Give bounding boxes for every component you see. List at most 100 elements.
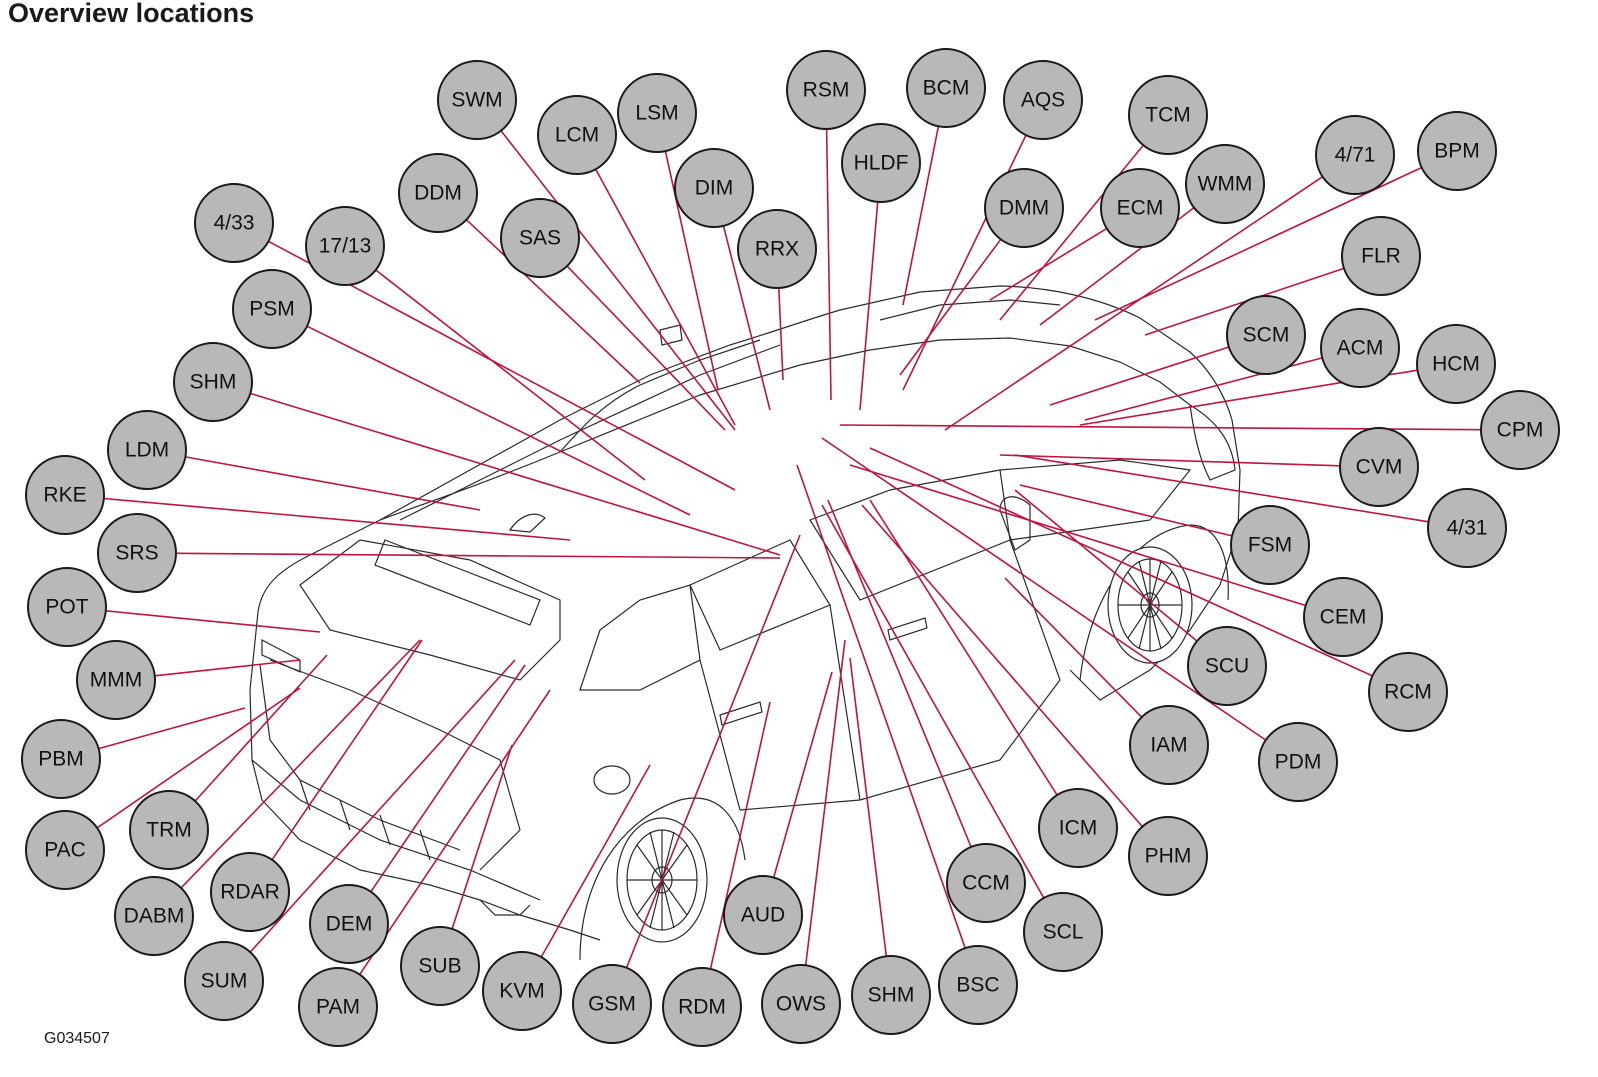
callout-label: PSM [249,298,295,321]
callout-label: SWM [451,89,502,112]
callout-cvm: CVM [1339,427,1419,507]
callout-pot: POT [27,567,107,647]
callout-label: DEM [326,913,373,936]
callout-rdm: RDM [662,967,742,1047]
callout-circle [114,876,194,956]
callout-label: RDM [678,996,726,1019]
callout-circle [400,926,480,1006]
leader-line-rdm [709,701,771,970]
callout-circle [1003,60,1083,140]
callout-label: MMM [90,669,142,692]
leader-line-dem [370,664,526,893]
callout-circle [1480,390,1560,470]
callout-circle [674,148,754,228]
leader-line-bcm [902,126,940,306]
leader-line-dmm [899,238,1002,376]
callout-circle [938,945,1018,1025]
callout-dabm: DABM [114,876,194,956]
callout-ddm: DDM [398,153,478,233]
leader-line-pdm [821,437,1267,741]
car-illustration [249,285,1241,961]
callout-label: RRX [755,238,799,261]
callout-17-13: 17/13 [305,206,385,286]
callout-circle [1226,295,1306,375]
callout-dem: DEM [309,884,389,964]
callout-circle [1320,308,1400,388]
leader-line-4-31 [1014,454,1429,523]
callout-scm: SCM [1226,295,1306,375]
leader-line-ddm [465,219,641,384]
callout-circle [184,941,264,1021]
callout-shm: SHM [173,342,253,422]
callout-tcm: TCM [1128,75,1208,155]
callout-label: CCM [962,872,1010,895]
callout-rke: RKE [25,455,105,535]
callout-circle [723,875,803,955]
callout-icm: ICM [1038,788,1118,868]
callout-circle [1303,577,1383,657]
leader-line-mmm [154,659,301,677]
leader-line-ccm [827,499,972,848]
callout-circle [1258,722,1338,802]
callout-circle [107,410,187,490]
leader-line-scl [821,504,1045,899]
leader-line-phm [861,504,1144,828]
leader-line-hldf [859,201,879,411]
callout-aqs: AQS [1003,60,1083,140]
leader-line-pbm [98,707,246,750]
callout-circle [617,73,697,153]
callout-cpm: CPM [1480,390,1560,470]
callout-label: PAC [44,839,86,862]
callout-mmm: MMM [76,640,156,720]
callout-circle [1230,505,1310,585]
callout-circle [1129,705,1209,785]
callout-label: RCM [1384,681,1432,704]
callout-acm: ACM [1320,308,1400,388]
callout-circle [1038,788,1118,868]
leader-line-pac [96,687,301,829]
callout-label: PHM [1145,845,1192,868]
callout-scu: SCU [1187,626,1267,706]
callout-label: LCM [555,124,599,147]
leader-line-rke [103,497,571,541]
callout-circle [1368,652,1448,732]
callout-circle [1427,488,1507,568]
callout-label: 4/33 [214,212,255,235]
callout-hldf: HLDF [841,123,921,203]
callout-lcm: LCM [537,95,617,175]
callout-dmm: DMM [984,168,1064,248]
callout-circle [1315,115,1395,195]
callout-label: ECM [1117,197,1164,220]
leader-line-sub [451,744,513,930]
callout-bpm: BPM [1417,111,1497,191]
callout-label: 17/13 [319,235,372,258]
callout-label: PAM [316,996,360,1019]
callout-label: DABM [124,905,185,928]
callout-bcm: BCM [906,48,986,128]
leader-line-cvm [999,454,1341,467]
callout-label: ACM [1337,337,1384,360]
callout-circle [1023,892,1103,972]
callout-label: SHM [190,371,237,394]
callout-label: PDM [1275,751,1322,774]
callout-label: TRM [146,819,192,842]
callout-label: DIM [695,177,734,200]
callout-circle [97,513,177,593]
callout-circle [906,48,986,128]
callout-label: SUM [201,970,248,993]
callout-bsc: BSC [938,945,1018,1025]
callout-pam: PAM [298,967,378,1047]
callout-label: SAS [519,227,561,250]
callout-shm: SHM [851,955,931,1035]
callout-circle [21,719,101,799]
callout-circle [27,567,107,647]
leader-line-scm [1049,346,1230,406]
callout-circle [1339,427,1419,507]
callout-label: 4/71 [1335,144,1376,167]
leader-line-swm [500,130,736,431]
callout-label: GSM [588,993,636,1016]
callout-circle [305,206,385,286]
callout-label: RSM [803,79,850,102]
